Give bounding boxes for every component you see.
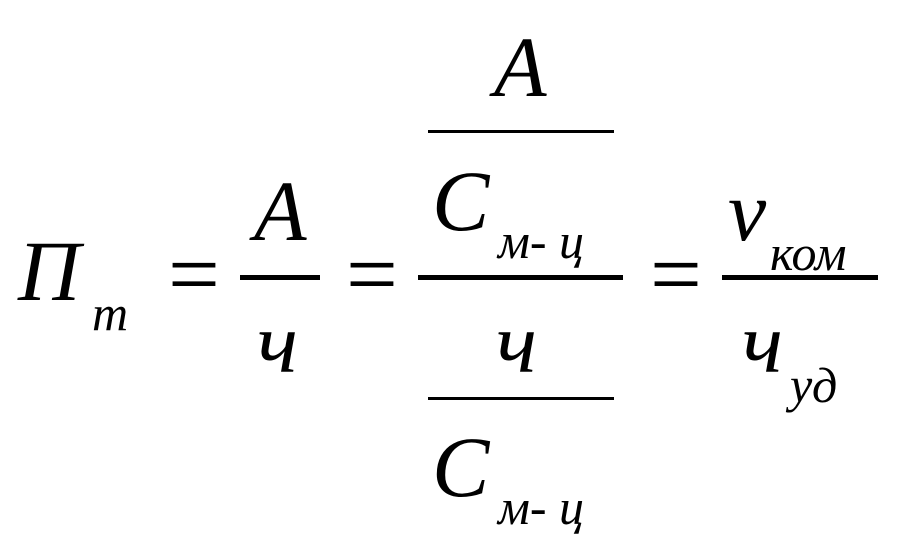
frac2-top-bar [428,130,614,133]
frac1-numerator: А [254,163,307,259]
frac1-bar [240,275,320,280]
frac3-denominator-subscript: уд [790,357,838,413]
frac3-bar [722,275,878,280]
frac3-denominator: ч [742,295,784,391]
frac2-bottom-bar [428,397,614,400]
frac1-denominator: ч [257,295,299,391]
frac2-top-denominator-subscript: м- ц [498,213,585,269]
frac3-numerator: v [728,163,767,259]
equals-sign-2: = [346,223,398,325]
lhs-subscript: т [92,285,129,341]
frac2-main-bar [418,275,623,280]
equals-sign-3: = [650,223,702,325]
frac2-bottom-denominator: С [432,419,490,515]
frac2-bottom-denominator-subscript: м- ц [498,479,585,535]
frac2-top-denominator: С [432,153,490,249]
frac2-bottom-numerator: ч [496,295,538,391]
equals-sign-1: = [168,223,220,325]
frac2-top-numerator: А [494,19,547,115]
frac3-numerator-subscript: ком [770,225,847,281]
lhs-symbol: П [18,223,81,319]
